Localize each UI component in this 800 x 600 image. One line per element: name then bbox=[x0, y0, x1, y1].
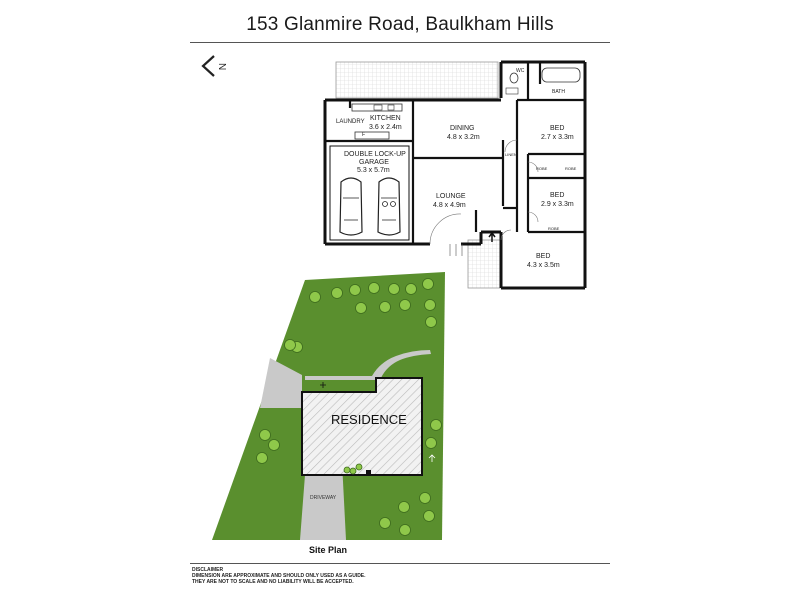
fridge-label: F bbox=[362, 132, 365, 138]
terrace bbox=[335, 61, 499, 99]
tree-icon bbox=[422, 278, 434, 290]
driveway bbox=[300, 462, 346, 540]
tree-icon bbox=[425, 316, 437, 328]
tree-icon bbox=[331, 287, 343, 299]
disclaimer-line1: DIMENSION ARE APPROXIMATE AND SHOULD ONL… bbox=[192, 573, 366, 579]
disclaimer: DISCLAIMER DIMENSION ARE APPROXIMATE AND… bbox=[192, 567, 612, 585]
north-arrow-icon: N bbox=[201, 55, 227, 77]
dining-label: DINING bbox=[450, 125, 475, 132]
lounge-label: LOUNGE bbox=[436, 193, 466, 200]
bed2-size: 2.9 x 3.3m bbox=[541, 201, 574, 208]
tree-icon bbox=[399, 299, 411, 311]
bath-label: BATH bbox=[552, 89, 565, 95]
bed3-size: 4.3 x 3.5m bbox=[527, 262, 560, 269]
north-label: N bbox=[216, 63, 227, 70]
garage-label-line1: DOUBLE LOCK-UP bbox=[344, 151, 406, 158]
car-icon bbox=[339, 177, 363, 236]
floor-plan: LAUNDRY KITCHEN 3.6 x 2.4m F DOUBLE LOCK… bbox=[323, 60, 587, 290]
side-paving bbox=[260, 358, 302, 408]
residence-footprint bbox=[301, 377, 423, 476]
robe-label-2: ROBE bbox=[565, 166, 577, 171]
robe-label-1: ROBE bbox=[536, 166, 548, 171]
tree-icon bbox=[430, 419, 442, 431]
kitchen-label: KITCHEN bbox=[370, 115, 401, 122]
robe-label-3: ROBE bbox=[548, 226, 560, 231]
tree-icon bbox=[268, 439, 280, 451]
tree-icon bbox=[425, 437, 437, 449]
tree-icon bbox=[405, 283, 417, 295]
disclaimer-line2: THEY ARE NOT TO SCALE AND NO LIABILITY W… bbox=[192, 579, 354, 585]
tree-icon bbox=[343, 466, 351, 474]
garage-size: 5.3 x 5.7m bbox=[357, 167, 390, 174]
tree-icon bbox=[355, 463, 363, 471]
tree-group bbox=[256, 278, 442, 536]
tree-icon bbox=[256, 452, 268, 464]
tree-icon bbox=[379, 517, 391, 529]
tree-icon bbox=[349, 467, 357, 475]
tree-icon bbox=[309, 291, 321, 303]
site-plan: RESIDENCE DRIVEWAY bbox=[212, 272, 445, 540]
laundry-label: LAUNDRY bbox=[336, 119, 365, 125]
page-title: 153 Glanmire Road, Baulkham Hills bbox=[246, 14, 554, 35]
garage-label-line2: GARAGE bbox=[359, 159, 389, 166]
tree-icon bbox=[423, 510, 435, 522]
bed2-label: BED bbox=[550, 192, 564, 199]
dining-size: 4.8 x 3.2m bbox=[447, 134, 480, 141]
tree-icon bbox=[259, 429, 271, 441]
tree-icon bbox=[419, 492, 431, 504]
porch bbox=[467, 239, 501, 289]
site-plan-caption: Site Plan bbox=[309, 545, 347, 555]
tree-icon bbox=[388, 283, 400, 295]
linen-label: LINEN bbox=[505, 152, 517, 157]
bed3-label: BED bbox=[536, 253, 550, 260]
tree-icon bbox=[399, 524, 411, 536]
tree-icon bbox=[398, 501, 410, 513]
wc-label: WC bbox=[516, 68, 525, 74]
tree-icon bbox=[424, 299, 436, 311]
kitchen-size: 3.6 x 2.4m bbox=[369, 124, 402, 131]
car-icon bbox=[377, 177, 401, 236]
lounge-size: 4.8 x 4.9m bbox=[433, 202, 466, 209]
tree-icon bbox=[349, 284, 361, 296]
bed1-label: BED bbox=[550, 125, 564, 132]
driveway-label: DRIVEWAY bbox=[310, 495, 337, 501]
title-divider bbox=[190, 42, 610, 43]
tree-icon bbox=[379, 301, 391, 313]
tree-icon bbox=[368, 282, 380, 294]
tree-icon bbox=[355, 302, 367, 314]
residence-label: RESIDENCE bbox=[331, 412, 407, 427]
footer-divider bbox=[190, 563, 610, 564]
tree-icon bbox=[284, 339, 296, 351]
disclaimer-heading: DISCLAIMER bbox=[192, 567, 224, 573]
entry-arrow-icon bbox=[488, 231, 496, 242]
bed1-size: 2.7 x 3.3m bbox=[541, 134, 574, 141]
